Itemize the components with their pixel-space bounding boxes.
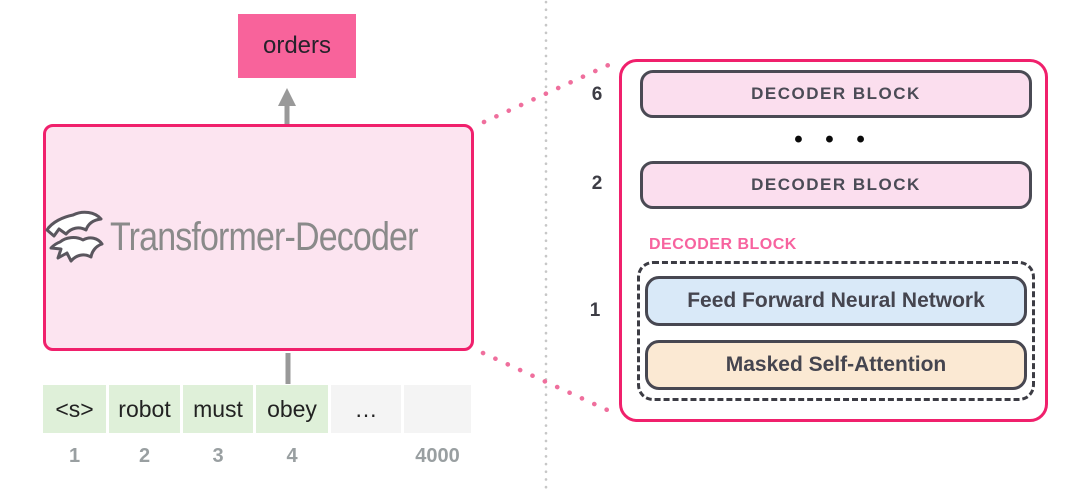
token-cell: obey (256, 385, 328, 433)
stack-index-1: 1 (589, 300, 601, 321)
decoder-block-chip: DECODER BLOCK (640, 70, 1032, 118)
decoder-block-label: DECODER BLOCK (751, 84, 921, 103)
masked-self-attention-label: Masked Self-Attention (725, 353, 947, 376)
flame-logo-icon (40, 206, 106, 270)
token-position-label: 1 (68, 444, 81, 467)
token-cell: robot (109, 385, 180, 433)
token-cell: must (183, 385, 253, 433)
output-box: orders (238, 14, 356, 78)
token-position-label: 4000 (415, 444, 460, 467)
decoder-title: Transformer-Decoder (109, 215, 418, 259)
transformer-decoder-box: Transformer-Decoder (43, 124, 474, 351)
decoder-block-caption: DECODER BLOCK (649, 236, 797, 253)
token-cell: … (331, 385, 401, 433)
input-token-row: <s> robot must obey … (43, 385, 474, 433)
token-position-label: 2 (138, 444, 151, 467)
masked-self-attention-layer: Masked Self-Attention (645, 340, 1027, 390)
token-position-label: 4 (286, 444, 298, 467)
feed-forward-layer: Feed Forward Neural Network (645, 276, 1027, 326)
decoder-block-label: DECODER BLOCK (751, 175, 921, 194)
stack-index-2: 2 (591, 173, 603, 194)
zoom-connector-bottom (480, 350, 619, 417)
token-cell: <s> (43, 385, 106, 433)
decoder-block-chip: DECODER BLOCK (640, 161, 1032, 209)
stack-index-6: 6 (591, 84, 603, 105)
token-cell (404, 385, 471, 433)
feed-forward-label: Feed Forward Neural Network (687, 289, 985, 312)
stack-ellipsis-dots: • • • (794, 126, 873, 153)
token-position-label (331, 443, 401, 469)
token-position-label: 3 (212, 444, 224, 467)
output-arrow-icon (278, 88, 296, 124)
output-label: orders (262, 32, 332, 59)
token-position-row: 1 2 3 4 4000 (43, 443, 474, 469)
